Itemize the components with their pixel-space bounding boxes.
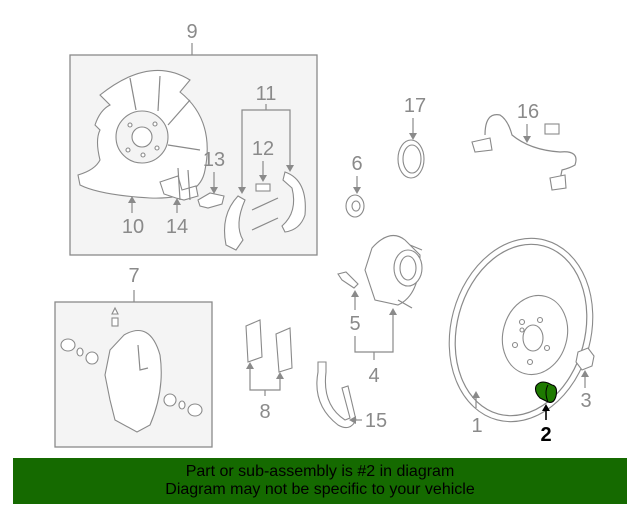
part-8-pads[interactable] <box>245 319 293 373</box>
part-10-dust-shield[interactable] <box>77 69 208 199</box>
callout-4[interactable]: 4 <box>368 365 379 387</box>
part-11-shoe-left[interactable] <box>223 195 246 251</box>
banner-line-2: Diagram may not be specific to your vehi… <box>165 481 475 498</box>
callout-8[interactable]: 8 <box>259 401 270 423</box>
callout-10[interactable]: 10 <box>122 216 144 238</box>
callout-12[interactable]: 12 <box>252 138 274 160</box>
callout-7[interactable]: 7 <box>128 265 139 287</box>
callout-2[interactable]: 2 <box>540 424 551 446</box>
banner-line-1: Part or sub-assembly is #2 in diagram <box>185 463 455 480</box>
part-1-rotor[interactable] <box>429 222 612 438</box>
part-13-clip[interactable] <box>197 192 225 209</box>
callout-3[interactable]: 3 <box>580 390 591 412</box>
part-3-nut[interactable] <box>575 347 595 371</box>
part-16-abs-sensor[interactable] <box>471 114 577 191</box>
part-14-adjuster[interactable] <box>159 167 199 201</box>
callout-13[interactable]: 13 <box>203 149 225 171</box>
part-6-washer[interactable] <box>345 194 365 218</box>
callout-5[interactable]: 5 <box>349 313 360 335</box>
part-12-pin[interactable] <box>251 183 279 231</box>
callout-16[interactable]: 16 <box>517 101 539 123</box>
callout-14[interactable]: 14 <box>166 216 188 238</box>
part-2-highlighted[interactable] <box>534 381 558 403</box>
info-banner: Part or sub-assembly is #2 in diagram Di… <box>13 458 627 504</box>
part-17-seal[interactable] <box>397 139 425 179</box>
callout-6[interactable]: 6 <box>351 153 362 175</box>
part-11-shoe-right[interactable] <box>281 171 306 233</box>
part-7-caliper[interactable] <box>60 306 203 433</box>
part-15-hose[interactable] <box>316 361 357 429</box>
callout-1[interactable]: 1 <box>471 415 482 437</box>
callout-11[interactable]: 11 <box>256 83 277 105</box>
part-5-bolt[interactable] <box>337 271 359 289</box>
part-4-hub[interactable] <box>364 234 423 309</box>
parts-diagram: 9 10 14 13 11 12 <box>54 21 612 448</box>
callout-17[interactable]: 17 <box>404 95 426 117</box>
callout-9[interactable]: 9 <box>186 21 197 43</box>
callout-15[interactable]: 15 <box>365 410 387 432</box>
